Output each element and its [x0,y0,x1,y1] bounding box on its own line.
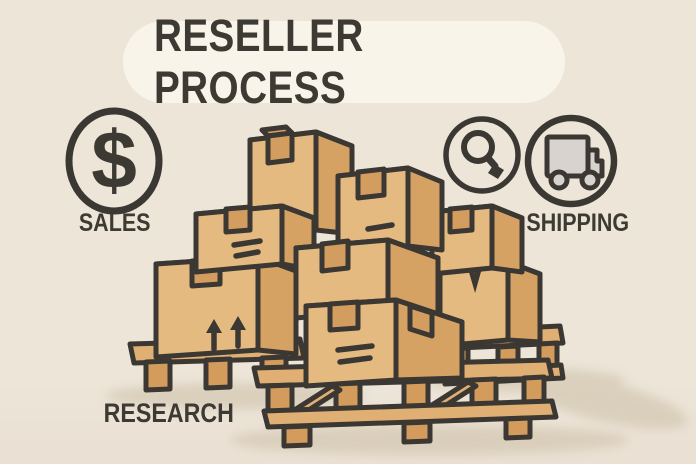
dollar-icon [65,107,163,215]
shipping-label: SHIPPING [526,209,630,237]
box-center-middle [293,237,441,321]
dollar-sign: $ [91,115,137,206]
research-label: RESEARCH [103,398,235,428]
sales-label: SALES [79,209,151,237]
box-left-big [153,254,299,360]
box-center-top [335,165,445,257]
title-banner: RESELLER PROCESS [123,10,565,113]
truck-icon [524,114,618,208]
box-center-big [303,297,465,389]
this-side-up-arrows-icon [206,316,246,352]
magnifier-icon [443,116,521,194]
page-title: RESELLER PROCESS [153,10,364,113]
